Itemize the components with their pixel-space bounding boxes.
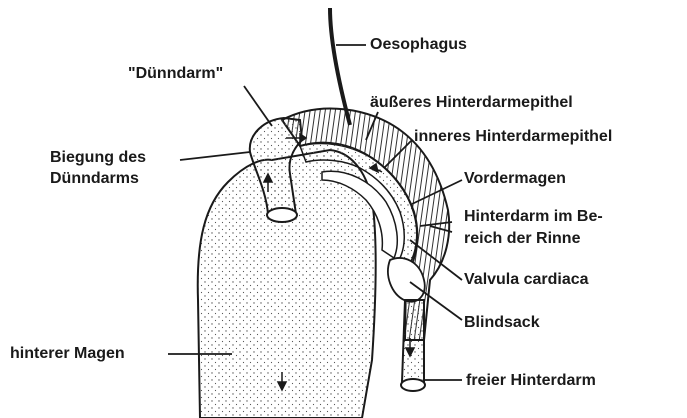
label-hinterer-magen: hinterer Magen <box>10 344 125 363</box>
label-hinterdarm-rinne-line2: reich der Rinne <box>464 229 580 248</box>
label-biegung-line1: Biegung des <box>50 148 146 167</box>
label-freier-hinterdarm: freier Hinterdarm <box>466 371 596 390</box>
freier-hinterdarm-tube <box>402 300 424 388</box>
label-aeusseres-hinterdarmepithel: äußeres Hinterdarmepithel <box>370 93 573 112</box>
label-oesophagus: Oesophagus <box>370 35 467 54</box>
freier-hinterdarm-opening <box>401 379 425 391</box>
label-blindsack: Blindsack <box>464 313 540 332</box>
oesophagus-tube <box>330 8 350 125</box>
label-duenndarm: "Dünndarm" <box>128 64 223 83</box>
label-hinterdarm-rinne-line1: Hinterdarm im Be- <box>464 207 603 226</box>
label-valvula-cardiaca: Valvula cardiaca <box>464 270 589 289</box>
label-biegung-line2: Dünndarms <box>50 169 139 188</box>
label-inneres-hinterdarmepithel: inneres Hinterdarmepithel <box>414 127 612 146</box>
label-vordermagen: Vordermagen <box>464 169 566 188</box>
duenndarm-opening <box>267 208 297 222</box>
